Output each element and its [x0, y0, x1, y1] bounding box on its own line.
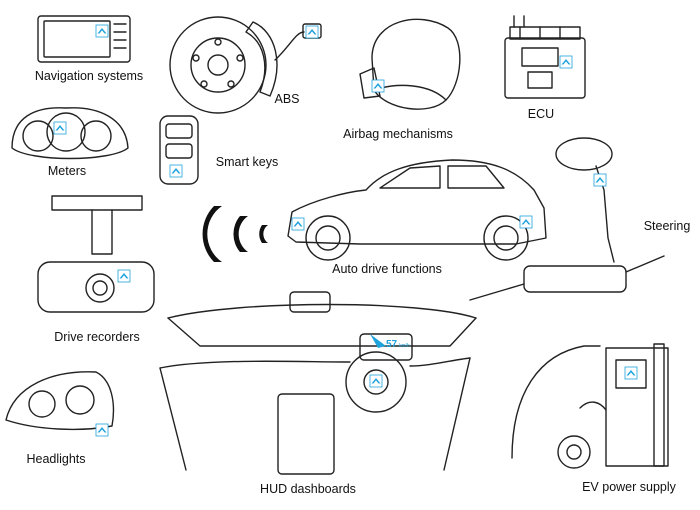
wireless-signal-icon: [202, 206, 268, 262]
brand-chevron-icon: [117, 269, 131, 283]
navigation-unit: [37, 15, 131, 63]
label-abs: ABS: [274, 92, 300, 106]
label-ecu: ECU: [527, 107, 555, 121]
auto-drive-car: [287, 159, 547, 261]
smart-key: [159, 115, 199, 185]
brand-chevron-icon: [95, 423, 109, 437]
label-drive-recorders: Drive recorders: [54, 330, 140, 344]
brand-chevron-icon: [369, 374, 383, 388]
hud-speed-readout: 57: [386, 339, 398, 350]
label-auto-drive-functions: Auto drive functions: [332, 262, 442, 276]
label-meters: Meters: [47, 164, 87, 178]
abs-brake-disc: [169, 16, 322, 114]
hud-speed-unit: km/h: [399, 343, 410, 349]
label-smart-keys: Smart keys: [215, 155, 279, 169]
brand-chevron-icon: [624, 366, 638, 380]
brand-chevron-icon: [169, 164, 183, 178]
hud-projection: 57 km/h: [370, 334, 410, 350]
ev-charger: [511, 343, 669, 469]
label-ev-power-supply: EV power supply: [582, 480, 676, 494]
brand-chevron-icon: [519, 215, 533, 229]
brand-chevron-icon: [53, 121, 67, 135]
brand-chevron-icon: [559, 55, 573, 69]
headlight-unit: [5, 371, 115, 431]
drive-recorder: [37, 195, 155, 313]
label-navigation-systems: Navigation systems: [34, 69, 144, 83]
steering-assembly: [469, 137, 665, 301]
label-headlights: Headlights: [26, 452, 86, 466]
label-hud-dashboards: HUD dashboards: [260, 482, 356, 496]
brand-chevron-icon: [371, 79, 385, 93]
label-airbag-mechanisms: Airbag mechanisms: [343, 127, 453, 141]
hud-dashboard: [159, 291, 477, 475]
brand-chevron-icon: [95, 24, 109, 38]
brand-chevron-icon: [305, 25, 319, 39]
label-steering: Steering: [643, 219, 691, 233]
airbag-unit: [359, 18, 461, 110]
brand-chevron-icon: [291, 217, 305, 231]
brand-chevron-icon: [593, 173, 607, 187]
meters-cluster: [11, 107, 129, 160]
ecu-unit: [504, 15, 586, 99]
